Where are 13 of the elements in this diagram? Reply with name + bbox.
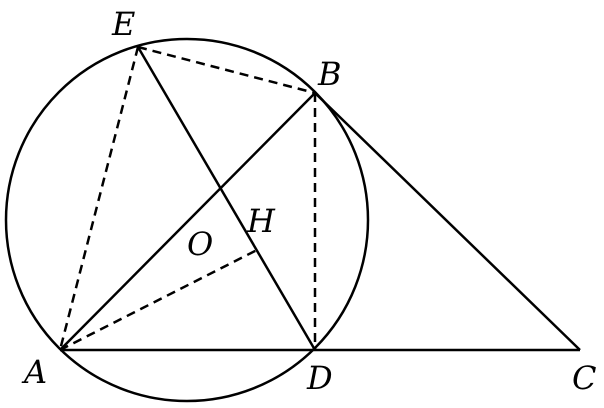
point-label: C bbox=[572, 362, 596, 394]
dashed-segment bbox=[314, 93, 316, 350]
point-label: B bbox=[318, 58, 342, 90]
line-segment bbox=[136, 46, 316, 351]
point-label: A bbox=[24, 356, 48, 388]
line-segment bbox=[60, 348, 580, 352]
line-segment bbox=[59, 92, 316, 351]
point-label: H bbox=[247, 205, 275, 237]
point-label: D bbox=[307, 362, 333, 394]
point-label: O bbox=[187, 228, 214, 260]
line-segment bbox=[314, 92, 581, 351]
dashed-segment bbox=[138, 46, 316, 94]
point-label: E bbox=[112, 8, 136, 40]
